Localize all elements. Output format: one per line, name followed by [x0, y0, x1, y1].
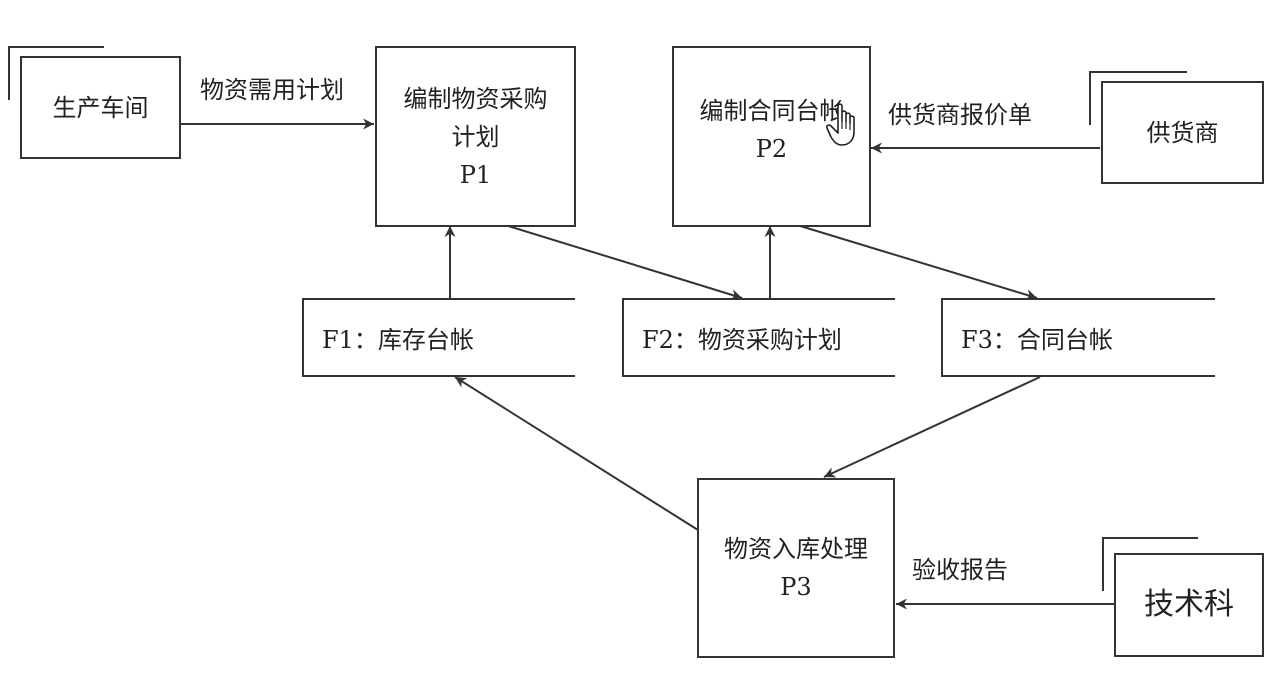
- hand-pointer-icon: [826, 103, 855, 146]
- data-store-f1: F1：库存台帐: [302, 298, 575, 377]
- entity-workshop: 生产车间: [20, 56, 181, 159]
- data-store-f3: F3：合同台帐: [941, 298, 1215, 377]
- process-p3-id: P3: [780, 573, 812, 601]
- process-p1-id: P1: [459, 160, 492, 189]
- data-store-f2-label: F2：物资采购计划: [642, 326, 842, 354]
- data-store-f3-label: F3：合同台帐: [961, 326, 1113, 354]
- process-p3-name: 物资入库处理: [724, 535, 868, 563]
- data-store-f2: F2：物资采购计划: [622, 298, 895, 377]
- entity-supplier: 供货商: [1101, 81, 1264, 184]
- tech-dept-entity-marker: [1102, 537, 1198, 591]
- supplier-entity-marker: [1089, 71, 1187, 125]
- entity-workshop-label: 生产车间: [52, 93, 149, 122]
- arrow-p2-to-f3: [796, 224, 1038, 301]
- arrow-p3-to-f1: [454, 376, 699, 531]
- arrow-f3-to-p3: [823, 376, 1041, 478]
- process-p2-id: P2: [755, 135, 788, 163]
- process-p3: 物资入库处理 P3: [697, 478, 895, 658]
- data-store-f1-label: F1：库存台帐: [322, 326, 474, 354]
- flow-label-material-requirement-plan: 物资需用计划: [200, 76, 344, 104]
- entity-supplier-label: 供货商: [1146, 118, 1219, 147]
- entity-tech-dept-label: 技术科: [1144, 587, 1234, 622]
- process-p1-name: 编制物资采购计划: [403, 84, 548, 151]
- flow-label-supplier-quotation: 供货商报价单: [888, 101, 1032, 129]
- process-p2-name: 编制合同台帐: [699, 97, 844, 125]
- arrow-p1-to-f2: [504, 224, 743, 301]
- process-p1: 编制物资采购计划 P1: [375, 46, 576, 227]
- workshop-entity-marker: [8, 46, 104, 100]
- flow-label-acceptance-report: 验收报告: [912, 556, 1008, 584]
- entity-tech-dept: 技术科: [1114, 553, 1264, 657]
